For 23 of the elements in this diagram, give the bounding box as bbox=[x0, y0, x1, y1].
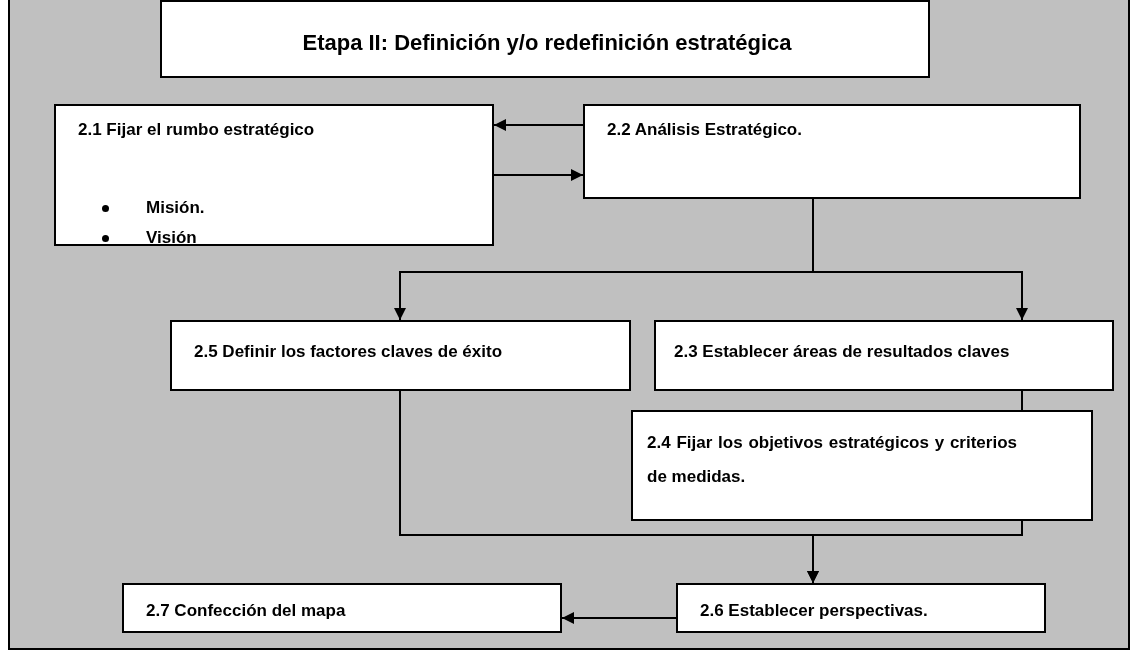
connector-arrow bbox=[812, 198, 1028, 321]
box-heading: Etapa II: Definición y/o redefinición estratégica bbox=[301, 30, 793, 56]
box-heading: 2.5 Definir los factores claves de éxito bbox=[194, 342, 503, 362]
connector-arrow bbox=[493, 169, 584, 181]
box-heading: 2.1 Fijar el rumbo estratégico bbox=[78, 120, 315, 140]
process-box bbox=[54, 104, 494, 246]
box-heading: 2.7 Confección del mapa bbox=[146, 601, 346, 621]
title-box bbox=[160, 0, 930, 78]
connector-arrow bbox=[807, 520, 1023, 584]
box-heading: 2.6 Establecer perspectivas. bbox=[700, 601, 928, 621]
process-box bbox=[631, 410, 1093, 521]
box-text: 2.4 Fijar los objetivos estratégicos y criterios de medidas. bbox=[647, 432, 1017, 488]
bullet-item: Visión bbox=[146, 228, 197, 248]
box-heading: 2.2 Análisis Estratégico. bbox=[607, 120, 802, 140]
process-box bbox=[170, 320, 631, 391]
connector-arrow bbox=[561, 612, 677, 624]
connector-arrow bbox=[493, 119, 584, 131]
process-box bbox=[676, 583, 1046, 633]
box-heading: 2.3 Establecer áreas de resultados claves bbox=[674, 342, 1010, 362]
process-box bbox=[122, 583, 562, 633]
bullet-item: Misión. bbox=[146, 198, 205, 218]
process-box bbox=[583, 104, 1081, 199]
process-box bbox=[654, 320, 1114, 391]
